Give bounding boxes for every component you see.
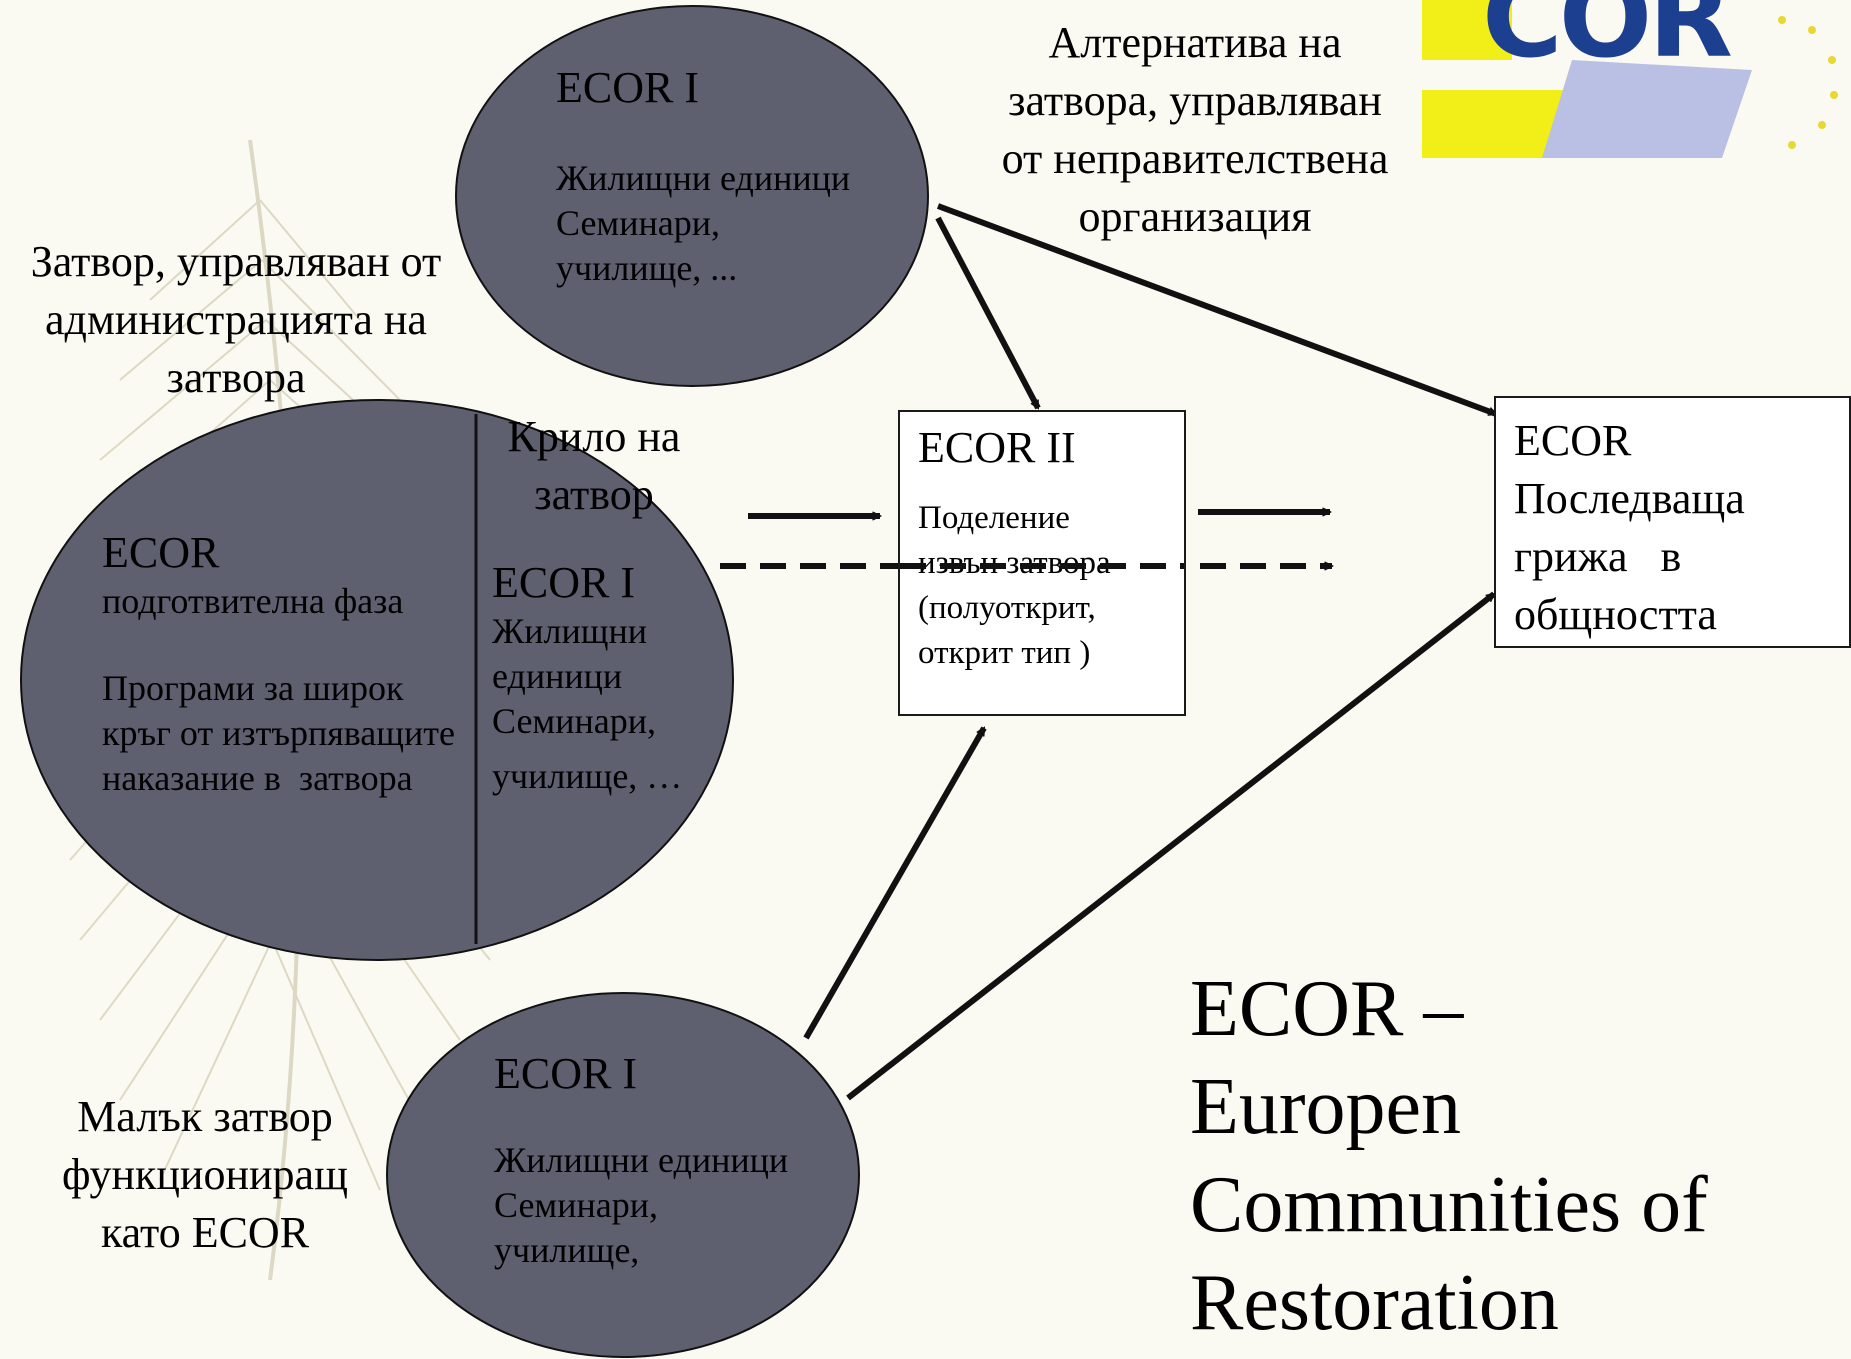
arrow-top-to-ecor2 xyxy=(935,216,1041,408)
title-block: ECOR – Europen Communities of Restoratio… xyxy=(1190,960,1708,1352)
ellipse-bottom xyxy=(386,992,860,1358)
ellipse-left-right-title: ECOR I xyxy=(492,558,635,607)
arrow-bottom-to-aftercare xyxy=(846,591,1496,1101)
ellipse-top-title: ECOR I xyxy=(556,63,699,112)
label-alternative: Алтернатива на затвора, управляван от не… xyxy=(1001,18,1389,241)
label-prison-admin: Затвор, управляван от администрацията на… xyxy=(30,237,442,402)
label-small-prison: Малък затвор функциониращ като ECOR xyxy=(62,1092,348,1257)
arrow-bottom-to-ecor2 xyxy=(803,728,987,1040)
title-line: Communities of xyxy=(1190,1161,1708,1249)
label-prison-wing: Крило на затвор xyxy=(507,412,681,519)
arrow-top-to-aftercare xyxy=(936,203,1496,417)
ellipse-left-content-left: ECOR подготвителна фаза Програми за широ… xyxy=(102,527,455,801)
title-line: ECOR – xyxy=(1190,965,1464,1053)
logo-text: COR xyxy=(1482,0,1733,82)
ellipse-bottom-title: ECOR I xyxy=(494,1049,637,1098)
ellipse-left-subtitle: подготвителна фаза xyxy=(102,581,404,621)
ellipse-left xyxy=(20,399,734,961)
title-line: Restoration xyxy=(1190,1259,1559,1347)
ecor-logo: COR xyxy=(1422,0,1851,158)
ellipse-left-title: ECOR xyxy=(102,528,220,577)
ellipse-top xyxy=(455,5,929,387)
title-line: Europen xyxy=(1190,1063,1462,1151)
box-ecor2-title: ECOR II xyxy=(918,423,1076,472)
